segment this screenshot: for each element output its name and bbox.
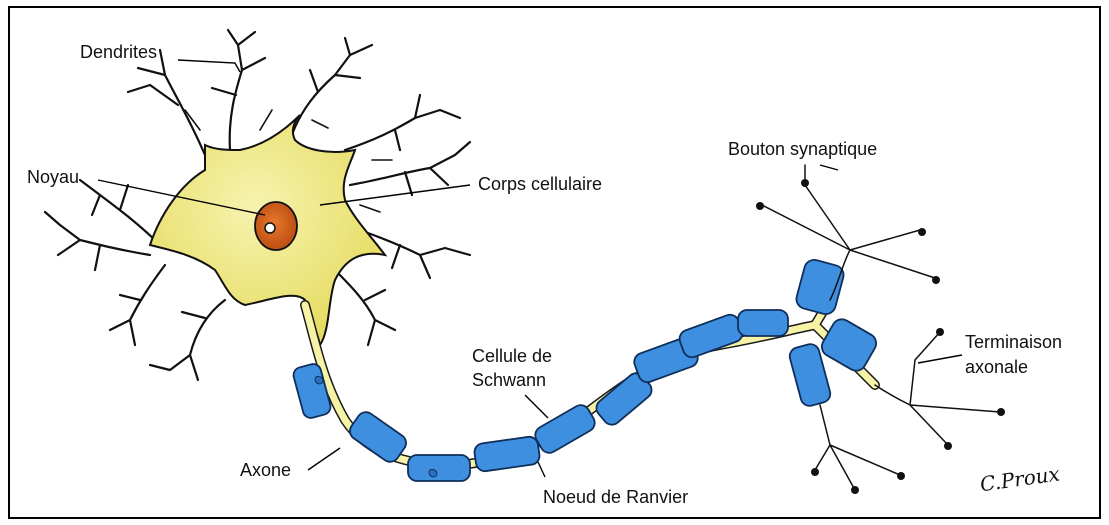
label-dendrites: Dendrites [80,42,157,62]
label-bouton-synaptique: Bouton synaptique [728,139,877,159]
label-schwann: Schwann [472,370,546,390]
label-axone: Axone [240,460,291,480]
label-axonale: axonale [965,357,1028,377]
label-corps-cellulaire: Corps cellulaire [478,174,602,194]
label-terminaison: Terminaison [965,332,1062,352]
label-noeud-de-ranvier: Noeud de Ranvier [543,487,688,507]
nucleus [255,202,297,250]
schwann-cells [292,258,880,481]
artist-signature: C.Proux [978,461,1061,496]
label-noyau: Noyau [27,167,79,187]
label-cellule-de: Cellule de [472,346,552,366]
